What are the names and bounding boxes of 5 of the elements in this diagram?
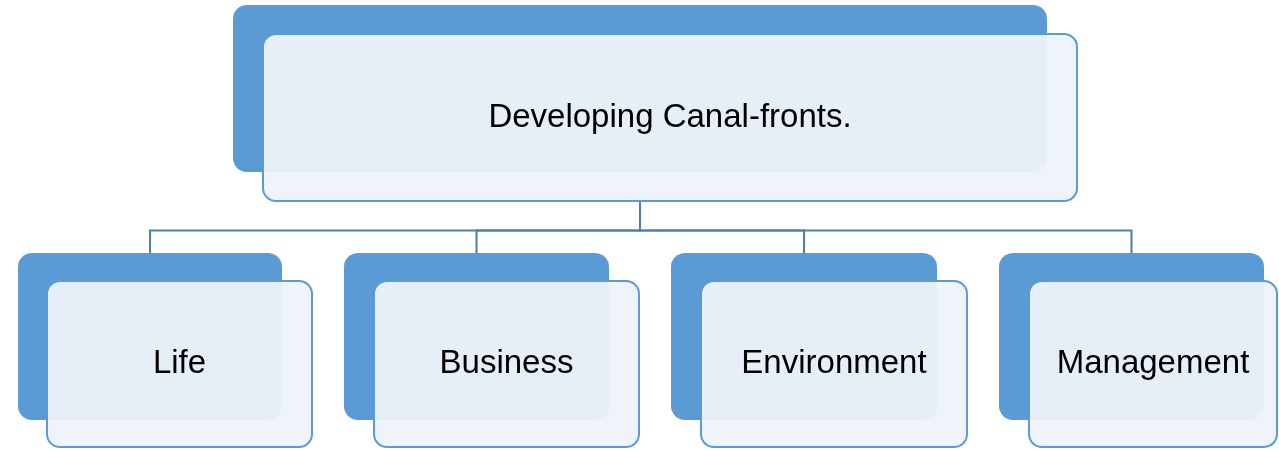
node-label: Business: [439, 342, 574, 383]
node-label: Life: [152, 342, 207, 383]
node-label: Management: [1056, 342, 1250, 383]
node-label: Environment: [741, 342, 927, 383]
node-label: Developing Canal-fronts.: [488, 95, 852, 136]
